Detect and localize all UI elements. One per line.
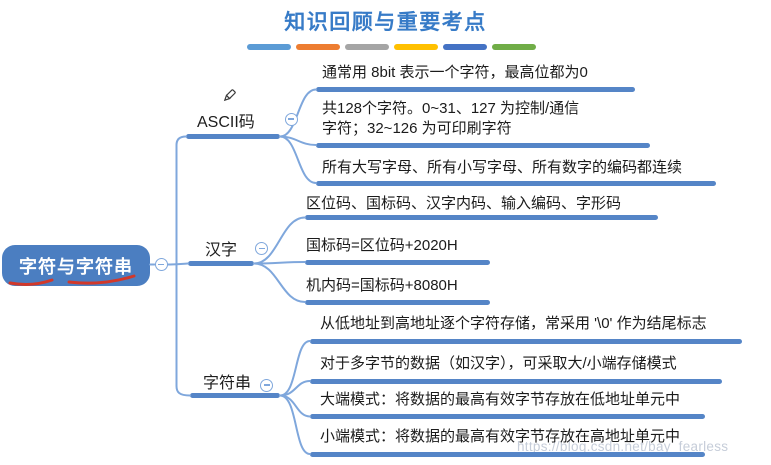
root-topic[interactable]: 字符与字符串 bbox=[2, 245, 150, 286]
collapse-button-hanzi[interactable] bbox=[255, 242, 268, 255]
topic-ascii-leaf-2[interactable]: 共128个字符。0~31、127 为控制/通信 字符；32~126 为可印刷字符 bbox=[322, 100, 580, 137]
topic-string-leaf-4[interactable]: 小端模式：将数据的最高有效字节存放在高地址单元中 bbox=[320, 428, 681, 445]
topic-hanzi-leaf-2[interactable]: 国标码=区位码+2020H bbox=[306, 237, 458, 254]
connector-hanzi-3 bbox=[253, 262, 306, 303]
connector-string-3 bbox=[279, 394, 311, 418]
divider-dash bbox=[394, 44, 438, 50]
root-topic-label: 字符与字符串 bbox=[19, 256, 133, 277]
leaf-underline bbox=[316, 180, 716, 186]
connector-string-2 bbox=[279, 380, 311, 397]
topic-ascii-leaf-1[interactable]: 通常用 8bit 表示一个字符，最高位都为0 bbox=[322, 64, 588, 81]
minus-icon bbox=[288, 118, 294, 120]
minus-icon bbox=[158, 263, 164, 266]
leaf-underline bbox=[316, 87, 635, 92]
branch-underline bbox=[186, 134, 280, 139]
leaf-underline bbox=[305, 299, 490, 305]
leaf-underline bbox=[310, 378, 722, 384]
divider-dash bbox=[492, 44, 536, 50]
branch-underline bbox=[190, 393, 280, 398]
connector-ascii-2 bbox=[279, 135, 317, 146]
topic-string-leaf-1[interactable]: 从低地址到高地址逐个字符存储，常采用 '\0' 作为结尾标志 bbox=[320, 315, 707, 332]
divider-dash bbox=[247, 44, 291, 50]
topic-string-leaf-3[interactable]: 大端模式：将数据的最高有效字节存放在低地址单元中 bbox=[320, 391, 681, 408]
branch-topic-ascii[interactable]: ASCII码 bbox=[197, 114, 255, 131]
collapse-button-root[interactable] bbox=[154, 258, 168, 271]
title-divider bbox=[247, 44, 536, 50]
leaf-underline bbox=[310, 414, 705, 419]
connector-root-hanzi bbox=[166, 262, 189, 266]
watermark: https://blog.csdn.net/bay_fearless bbox=[517, 439, 729, 454]
connector-ascii-3 bbox=[279, 135, 317, 184]
topic-hanzi-leaf-3[interactable]: 机内码=国标码+8080H bbox=[306, 277, 458, 294]
topic-ascii-leaf-3[interactable]: 所有大写字母、所有小写字母、所有数字的编码都连续 bbox=[322, 159, 683, 176]
collapse-button-string[interactable] bbox=[260, 378, 273, 392]
leaf-underline bbox=[310, 451, 705, 457]
connector-hanzi-2 bbox=[253, 261, 306, 265]
page-title: 知识回顾与重要考点 bbox=[284, 11, 487, 34]
divider-dash bbox=[296, 44, 340, 50]
minus-icon bbox=[263, 384, 270, 386]
leaf-underline bbox=[310, 338, 742, 344]
topic-string-leaf-2[interactable]: 对于多字节的数据（如汉字），可采取大/小端存储模式 bbox=[320, 355, 677, 372]
collapse-button-ascii[interactable] bbox=[284, 112, 298, 126]
leaf-underline bbox=[316, 142, 650, 148]
connector-string-1 bbox=[279, 340, 311, 397]
leaf-underline bbox=[305, 259, 490, 265]
connector-trunk bbox=[175, 135, 191, 397]
connector-hanzi-1 bbox=[253, 216, 306, 265]
connector-ascii-1 bbox=[279, 88, 317, 138]
leaf-underline bbox=[305, 215, 658, 220]
branch-underline bbox=[188, 261, 254, 266]
branch-topic-hanzi[interactable]: 汉字 bbox=[205, 242, 238, 259]
divider-dash bbox=[345, 44, 389, 50]
branch-topic-string[interactable]: 字符串 bbox=[203, 375, 252, 392]
topic-hanzi-leaf-1[interactable]: 区位码、国标码、汉字内码、输入编码、字形码 bbox=[306, 195, 622, 212]
divider-dash bbox=[443, 44, 487, 50]
minus-icon bbox=[258, 247, 265, 250]
pencil-icon bbox=[223, 89, 236, 102]
connector-string-4 bbox=[279, 394, 311, 455]
